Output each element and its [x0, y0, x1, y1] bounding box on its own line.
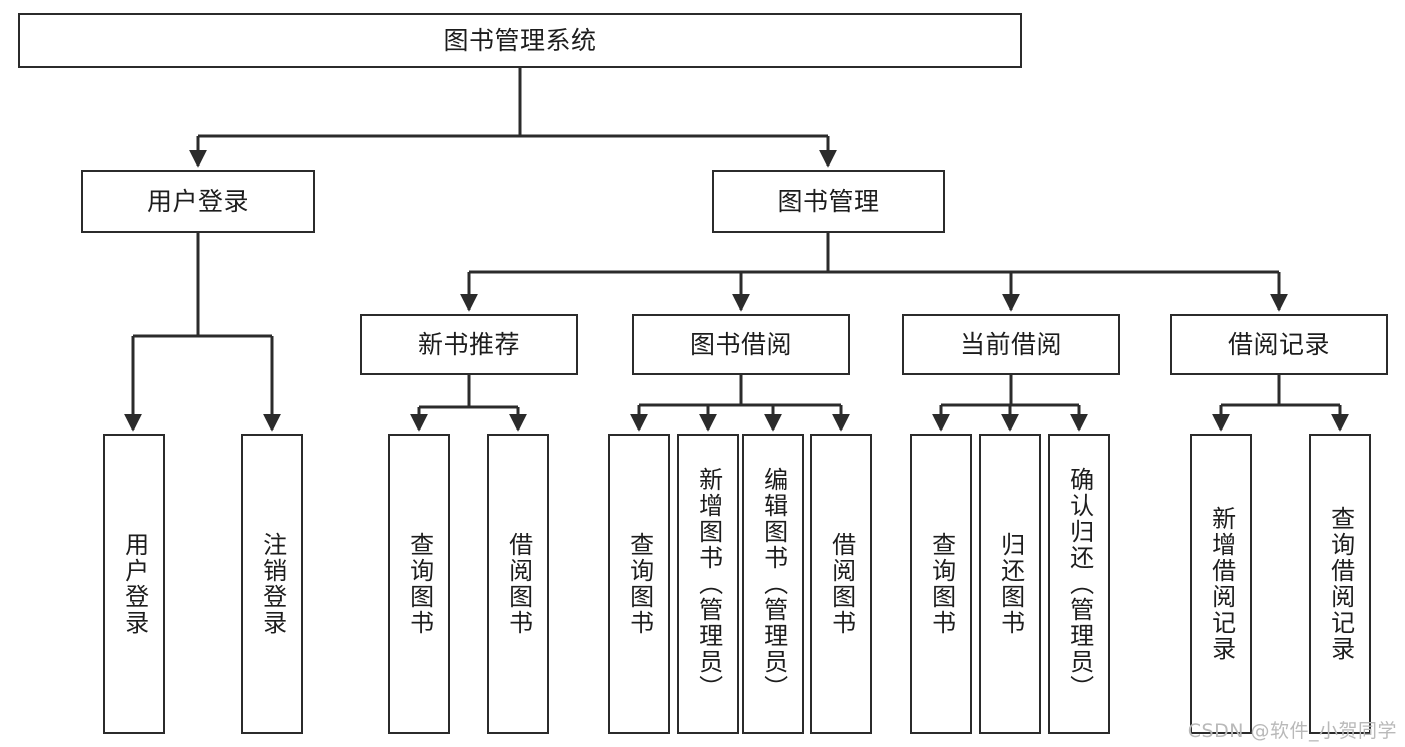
node-root-system[interactable]: 图书管理系统	[18, 13, 1022, 68]
leaf-new-book-query[interactable]: 查询图书	[388, 434, 450, 734]
node-root-system-label: 图书管理系统	[443, 25, 597, 55]
node-book-borrow-label: 图书借阅	[689, 329, 792, 359]
leaf-add-book-admin[interactable]: 新增图书（管理员）	[677, 434, 739, 734]
node-book-manage-label: 图书管理	[777, 186, 880, 216]
leaf-borrow-book[interactable]: 借阅图书	[810, 434, 872, 734]
leaf-add-borrow-record[interactable]: 新增借阅记录	[1190, 434, 1252, 734]
leaf-add-book-admin-label: 新增图书（管理员）	[694, 467, 723, 701]
leaf-current-query-book[interactable]: 查询图书	[910, 434, 972, 734]
leaf-add-borrow-record-label: 新增借阅记录	[1207, 506, 1236, 662]
leaf-logout-label: 注销登录	[258, 532, 287, 636]
leaf-return-book[interactable]: 归还图书	[979, 434, 1041, 734]
leaf-return-book-label: 归还图书	[996, 532, 1025, 636]
node-new-book-recommend[interactable]: 新书推荐	[360, 314, 578, 375]
node-book-borrow[interactable]: 图书借阅	[632, 314, 850, 375]
leaf-query-borrow-record[interactable]: 查询借阅记录	[1309, 434, 1371, 734]
leaf-new-book-borrow[interactable]: 借阅图书	[487, 434, 549, 734]
leaf-new-book-query-label: 查询图书	[405, 532, 434, 636]
leaf-query-borrow-record-label: 查询借阅记录	[1326, 506, 1355, 662]
leaf-borrow-query-book[interactable]: 查询图书	[608, 434, 670, 734]
node-book-manage[interactable]: 图书管理	[712, 170, 945, 233]
node-user-login[interactable]: 用户登录	[81, 170, 315, 233]
leaf-user-login-label: 用户登录	[120, 532, 149, 636]
leaf-new-book-borrow-label: 借阅图书	[504, 532, 533, 636]
node-borrow-record[interactable]: 借阅记录	[1170, 314, 1388, 375]
leaf-confirm-return-admin[interactable]: 确认归还（管理员）	[1048, 434, 1110, 734]
node-current-borrow-label: 当前借阅	[959, 329, 1062, 359]
leaf-edit-book-admin[interactable]: 编辑图书（管理员）	[742, 434, 804, 734]
leaf-user-login[interactable]: 用户登录	[103, 434, 165, 734]
node-new-book-recommend-label: 新书推荐	[417, 329, 520, 359]
leaf-borrow-book-label: 借阅图书	[827, 532, 856, 636]
node-user-login-label: 用户登录	[146, 186, 249, 216]
leaf-current-query-book-label: 查询图书	[927, 532, 956, 636]
node-current-borrow[interactable]: 当前借阅	[902, 314, 1120, 375]
csdn-watermark: CSDN @软件_小贺同学	[1187, 720, 1397, 742]
leaf-edit-book-admin-label: 编辑图书（管理员）	[759, 467, 788, 701]
leaf-logout[interactable]: 注销登录	[241, 434, 303, 734]
node-borrow-record-label: 借阅记录	[1227, 329, 1330, 359]
leaf-borrow-query-book-label: 查询图书	[625, 532, 654, 636]
leaf-confirm-return-admin-label: 确认归还（管理员）	[1065, 467, 1094, 701]
